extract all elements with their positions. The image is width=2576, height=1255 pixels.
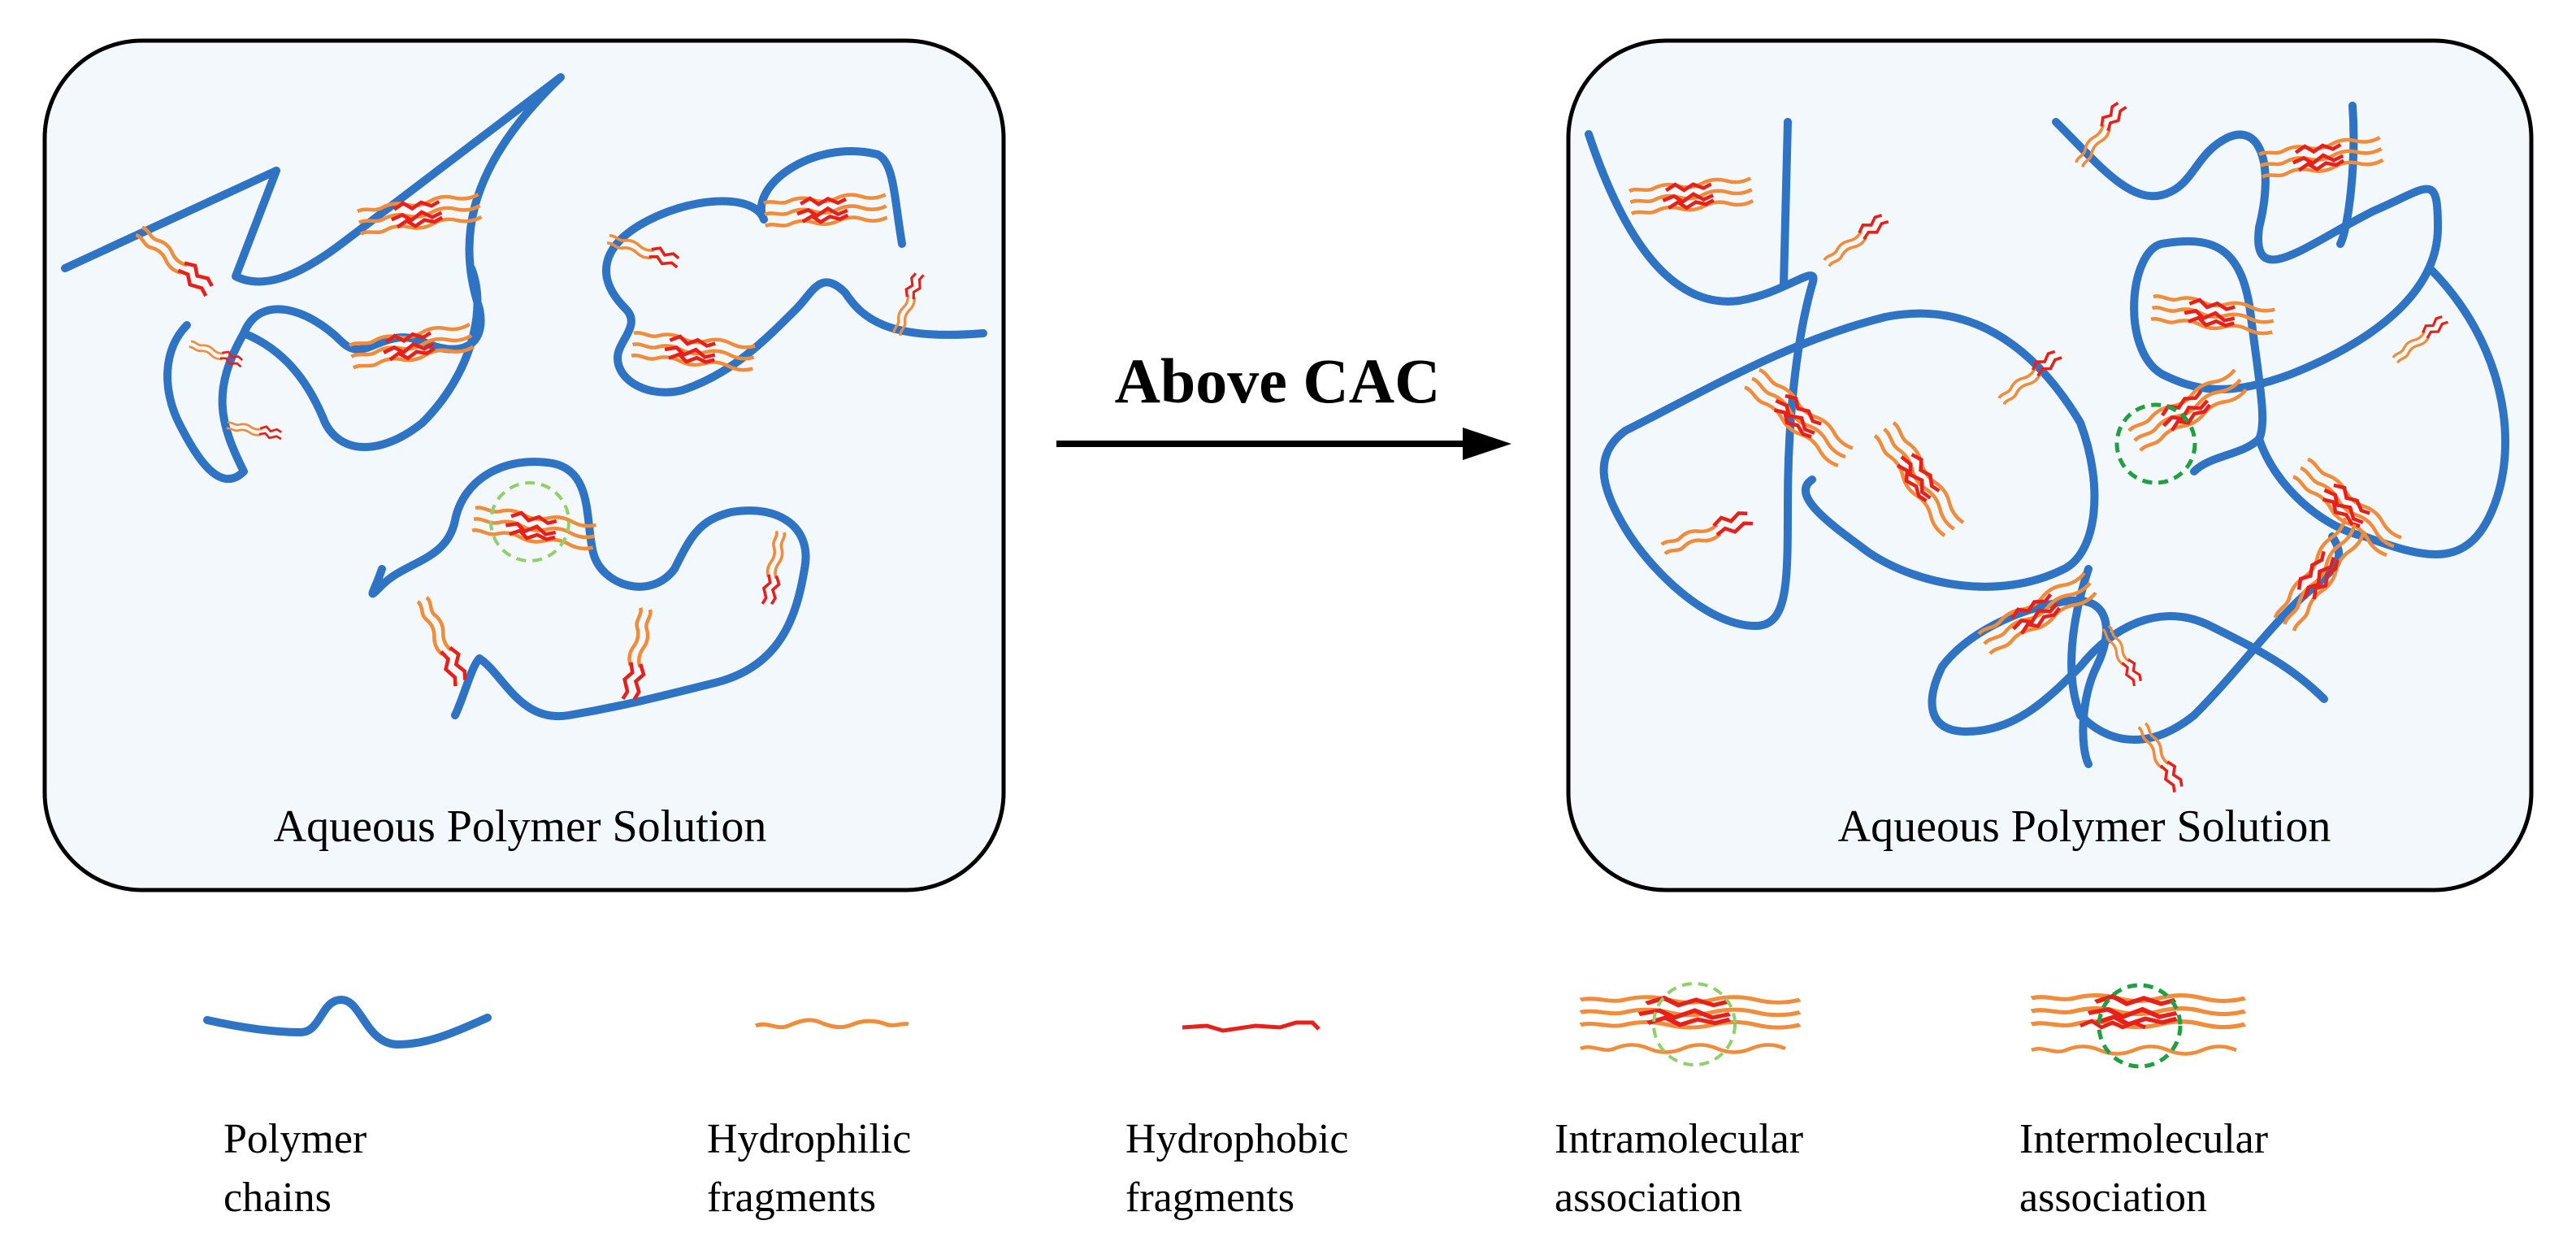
intramolecular-legend-circle [1652,982,1737,1066]
legend-label-hydrophobic-1: Hydrophobic [1125,1116,1348,1162]
left-intramolecular-circle [489,481,570,562]
legend-label-hydrophilic-1: Hydrophilic [707,1116,911,1162]
right-associations [1629,98,2450,795]
left-panel: Aqueous Polymer Solution [42,38,1006,892]
left-associations [134,192,926,701]
right-chain-4 [2336,102,2358,248]
right-chain-5 [2255,264,2509,558]
legend-label-hydrophobic-2: fragments [1125,1175,1295,1221]
arrow-label: Above CAC [1115,345,1441,416]
left-chain-2 [240,264,482,451]
hydrophobic-fragment-icon [1182,1020,1321,1033]
legend-label-intramolecular-2: association [1555,1175,1742,1221]
right-chain-1 [1585,130,2099,630]
arrow-head [1463,428,1511,460]
left-chain-3 [602,147,987,397]
intermolecular-association-icon [2032,983,2245,1069]
left-polymer-chains [61,73,987,721]
left-chain-1 [61,73,565,484]
right-chain-3 [2052,118,2442,476]
right-chain-8 [1928,612,2328,736]
left-panel-caption: Aqueous Polymer Solution [274,801,767,852]
hydrophilic-fragment-icon [755,1018,909,1030]
legend: Polymer chains Hydrophilic fragments Hyd… [203,982,2268,1221]
right-intermolecular-circle [2114,402,2197,485]
right-panel-caption: Aqueous Polymer Solution [1838,801,2331,852]
legend-label-intermolecular-2: association [2019,1175,2207,1221]
intermolecular-legend-circle [2097,983,2183,1069]
intramolecular-association-icon [1581,982,1800,1066]
right-panel: Aqueous Polymer Solution [1566,38,2534,892]
right-chain-2 [1780,118,1792,289]
legend-label-polymer-2: chains [223,1175,332,1221]
legend-label-intramolecular-1: Intramolecular [1555,1116,1803,1162]
transition-arrow: Above CAC [1056,345,1511,460]
legend-label-polymer-1: Polymer [223,1116,366,1162]
legend-label-intermolecular-1: Intermolecular [2019,1116,2268,1162]
legend-label-hydrophilic-2: fragments [707,1175,876,1221]
left-chain-4 [368,458,810,721]
polymer-chain-icon [203,995,492,1049]
right-panel-frame [1566,38,2534,892]
